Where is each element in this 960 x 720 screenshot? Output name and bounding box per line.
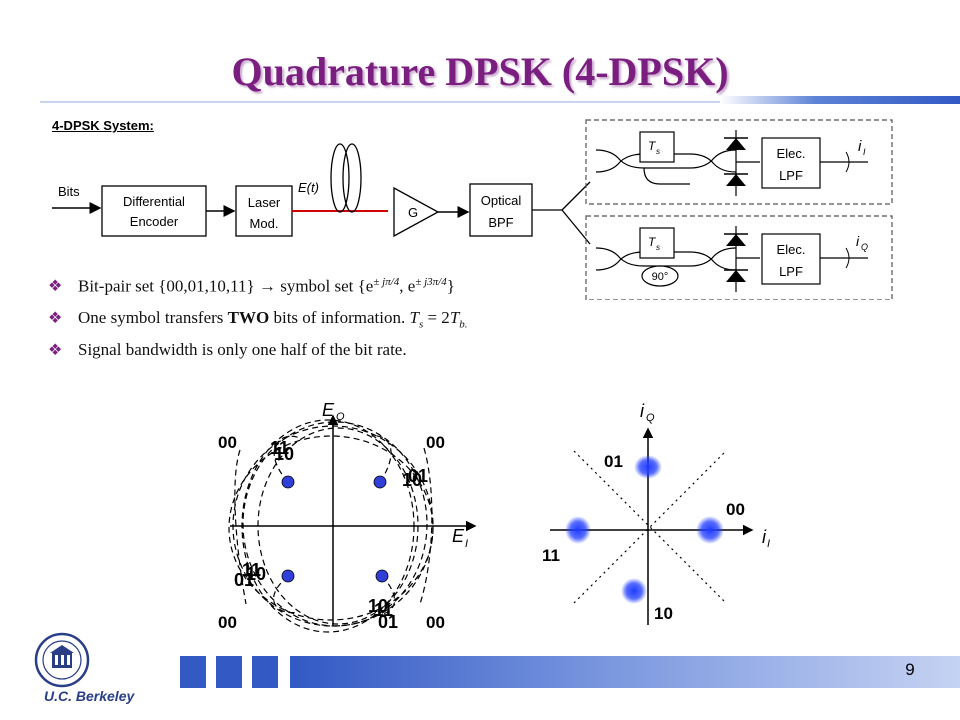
encoder-line1: Differential	[123, 194, 185, 209]
axis-x-sub: I	[767, 538, 770, 550]
bits-label: Bits	[58, 184, 80, 199]
symbol-point	[373, 475, 387, 489]
footer-bar	[290, 656, 960, 688]
system-block-diagram: Bits Differential Encoder Laser Mod. E(t…	[52, 119, 893, 300]
delay-box-i	[639, 131, 675, 163]
slide-title: Quadrature DPSK (4-DPSK)	[231, 49, 729, 94]
bullet-item: ❖ Signal bandwidth is only one half of t…	[48, 340, 608, 372]
elec-lpf-i-block	[761, 137, 821, 189]
cluster-label: 00	[726, 500, 745, 519]
optical-amplifier	[393, 186, 440, 238]
bpf-line2: BPF	[488, 215, 513, 230]
lpf-q-line2: LPF	[779, 264, 803, 279]
bullet-text: Signal bandwidth is only one half of the…	[78, 340, 407, 359]
corner-label: 00	[218, 613, 237, 632]
transition-label: 11	[270, 438, 289, 458]
lpf-i-line1: Elec.	[777, 146, 806, 161]
footer-block	[180, 656, 206, 688]
photodiode-icon	[726, 270, 746, 282]
axis-x-sub: I	[465, 538, 468, 550]
symbol-point	[375, 569, 389, 583]
receiver-i-branch	[585, 119, 893, 205]
laser-line2: Mod.	[250, 216, 279, 231]
footer-block	[252, 656, 278, 688]
encoder-line2: Encoder	[130, 214, 179, 229]
symbol-cluster	[634, 455, 662, 479]
lpf-q-line1: Elec.	[777, 242, 806, 257]
optical-bpf-block	[469, 183, 533, 237]
output-q-label: i	[856, 233, 860, 249]
footer-block	[216, 656, 242, 688]
cluster-label: 01	[604, 452, 623, 471]
amplifier-label: G	[408, 205, 418, 220]
symbol-cluster	[696, 516, 724, 544]
corner-label: 00	[218, 433, 237, 452]
photodiode-icon	[726, 138, 746, 150]
field-label: E(t)	[298, 180, 319, 195]
delay-sub-i: s	[656, 147, 660, 156]
delay-box-q	[639, 227, 675, 259]
elec-lpf-q-block	[761, 233, 821, 285]
photodiode-icon	[726, 174, 746, 186]
axis-y-label: E	[322, 400, 335, 420]
differential-encoder-block	[101, 185, 207, 237]
laser-line1: Laser	[248, 195, 281, 210]
symbol-point	[281, 475, 295, 489]
corner-label: 00	[426, 433, 445, 452]
transition-label: 10	[274, 444, 294, 464]
title-underline	[40, 101, 730, 103]
photodiode-icon	[726, 234, 746, 246]
transition-label: 11	[242, 560, 261, 580]
bullet-text: One symbol transfers TWO bits of informa…	[78, 308, 468, 331]
transition-arcs	[228, 419, 434, 633]
transition-label: 11	[374, 600, 393, 620]
symbol-point	[281, 569, 295, 583]
bullet-item: ❖ One symbol transfers TWO bits of infor…	[48, 308, 608, 340]
received-constellation: i Q i I 01 00 11 10	[542, 401, 770, 625]
output-i-sub: I	[863, 147, 866, 157]
delay-label-q: T	[648, 235, 657, 249]
axis-y-sub: Q	[646, 412, 655, 424]
phase-shift-label: 90°	[652, 271, 669, 283]
bpf-line1: Optical	[481, 193, 522, 208]
fiber-coil-icon	[330, 143, 350, 213]
bullet-text: Bit-pair set {00,01,10,11} → symbol set …	[78, 276, 455, 296]
transition-label: 01	[378, 612, 398, 632]
transition-label: 01	[234, 570, 254, 590]
bullet-list: ❖ Bit-pair set {00,01,10,11} → symbol se…	[48, 276, 608, 372]
page-number: 9	[905, 660, 915, 679]
axis-x-label: E	[452, 526, 465, 546]
output-q-sub: Q	[861, 242, 868, 252]
transition-label: 10	[246, 564, 266, 584]
berkeley-seal-logo	[34, 632, 90, 693]
laser-mod-block	[235, 185, 293, 237]
cluster-label: 10	[654, 604, 673, 623]
bullet-marker-icon: ❖	[48, 278, 63, 295]
institution-name: U.C. Berkeley	[44, 688, 135, 704]
delay-sub-q: s	[656, 243, 660, 252]
phase-transition-diagram: E Q E I 00 00 00 00 11 10 10 01 11 10 01…	[218, 400, 477, 633]
bullet-marker-icon: ❖	[48, 310, 63, 327]
output-i-label: i	[858, 138, 862, 155]
receiver-q-branch	[585, 215, 893, 300]
corner-label: 00	[426, 613, 445, 632]
section-label: 4-DPSK System:	[52, 118, 154, 133]
axis-x-label: i	[762, 527, 767, 547]
symbol-cluster	[621, 578, 647, 604]
cluster-label: 11	[542, 546, 560, 565]
axis-y-sub: Q	[336, 411, 345, 423]
transition-label: 10	[402, 470, 422, 490]
bullet-item: ❖ Bit-pair set {00,01,10,11} → symbol se…	[48, 276, 608, 308]
title-accent-bar	[720, 96, 960, 104]
phase-shifter	[641, 265, 679, 287]
bullet-marker-icon: ❖	[48, 342, 63, 359]
symbol-cluster	[565, 516, 591, 544]
delay-label-i: T	[648, 139, 657, 153]
axis-y-label: i	[640, 401, 645, 421]
lpf-i-line2: LPF	[779, 168, 803, 183]
transition-label: 01	[408, 466, 428, 486]
transition-label: 10	[368, 596, 388, 616]
